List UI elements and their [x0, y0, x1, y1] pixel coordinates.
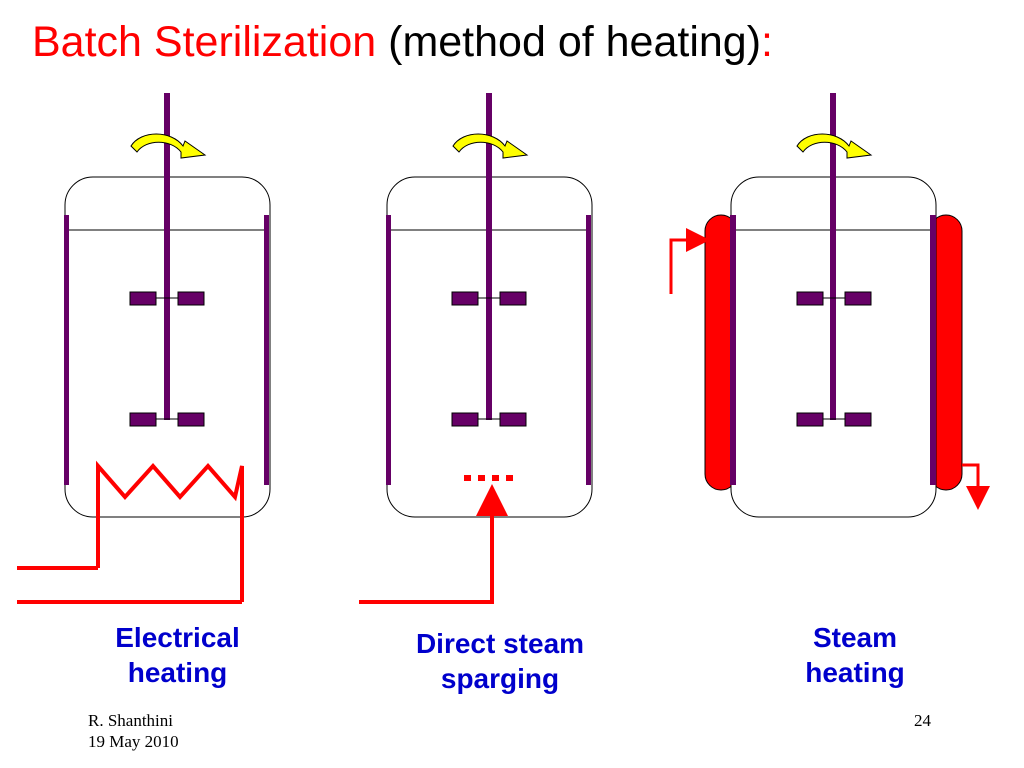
page-number: 24 — [914, 711, 931, 730]
electric-heater-coil — [96, 460, 244, 602]
rotation-arrow-icon — [130, 133, 207, 159]
impeller-blade — [451, 291, 479, 306]
caption-line: Electrical — [115, 622, 240, 653]
impeller-blade — [844, 412, 872, 427]
impeller-blade — [796, 412, 824, 427]
slide-title: Batch Sterilization (method of heating): — [32, 18, 773, 67]
steam-pipe — [359, 484, 508, 604]
caption-sparging: Direct steam sparging — [385, 626, 615, 696]
rotation-arrow-icon — [796, 133, 873, 159]
baffle-right — [586, 215, 591, 485]
title-subtitle: (method of heating) — [388, 18, 762, 66]
vessel-sparging — [359, 93, 593, 604]
title-main: Batch Sterilization — [32, 18, 377, 66]
agitator-shaft — [830, 93, 836, 420]
caption-line: Direct steam — [415, 628, 585, 659]
caption-line: heating — [127, 657, 228, 688]
impeller-blade — [451, 412, 479, 427]
impeller-blade — [499, 291, 527, 306]
impeller-blade — [177, 291, 205, 306]
agitator-shaft — [486, 93, 492, 420]
caption-line: Steam — [812, 622, 898, 653]
footer-date: 19 May 2010 — [88, 732, 179, 751]
impeller-blade — [796, 291, 824, 306]
baffle-left — [386, 215, 391, 485]
steam-inlet-arrow — [669, 228, 710, 294]
vessel-electrical — [17, 93, 271, 604]
baffle-left — [730, 215, 736, 485]
caption-steam: Steam heating — [770, 620, 940, 690]
impeller-blade — [844, 291, 872, 306]
vessel-jacket — [669, 93, 990, 518]
impeller-blade — [129, 291, 157, 306]
footer-author: R. Shanthini — [88, 711, 174, 730]
caption-electrical: Electrical heating — [85, 620, 270, 690]
rotation-arrow-icon — [452, 133, 529, 159]
impeller-blade — [129, 412, 157, 427]
condensate-outlet-arrow — [962, 463, 990, 510]
caption-line: heating — [805, 657, 905, 688]
agitator-shaft — [164, 93, 170, 420]
baffle-right — [264, 215, 269, 485]
impeller-blade — [177, 412, 205, 427]
title-colon: : — [761, 18, 773, 66]
baffle-right — [930, 215, 936, 485]
caption-line: sparging — [440, 663, 560, 694]
impeller-blade — [499, 412, 527, 427]
baffle-left — [64, 215, 69, 485]
footer-credit: R. Shanthini 19 May 2010 — [88, 710, 179, 752]
